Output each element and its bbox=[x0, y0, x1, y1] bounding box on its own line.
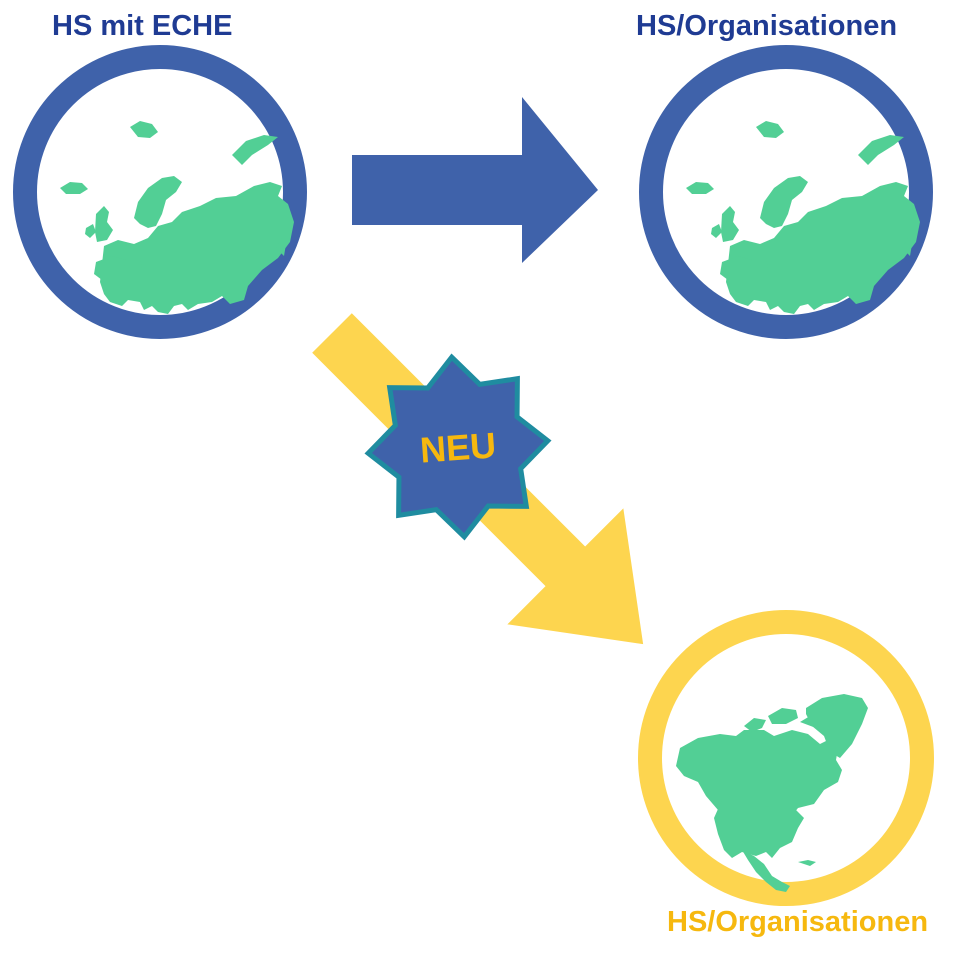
new-badge: NEU bbox=[362, 351, 554, 543]
target-existing-node bbox=[639, 45, 933, 339]
target-existing-circle-ring bbox=[639, 45, 933, 339]
existing-connection-arrow-shape bbox=[352, 97, 598, 263]
source-node bbox=[13, 45, 307, 339]
target-new-label: HS/Organisationen bbox=[667, 906, 929, 938]
target-existing-label: HS/Organisationen bbox=[636, 10, 898, 42]
target-new-node bbox=[638, 610, 934, 906]
source-circle-ring bbox=[13, 45, 307, 339]
target-new-circle-ring bbox=[638, 610, 934, 906]
existing-connection-arrow bbox=[352, 97, 598, 263]
new-badge-label: NEU bbox=[419, 424, 498, 470]
source-label: HS mit ECHE bbox=[52, 10, 233, 42]
